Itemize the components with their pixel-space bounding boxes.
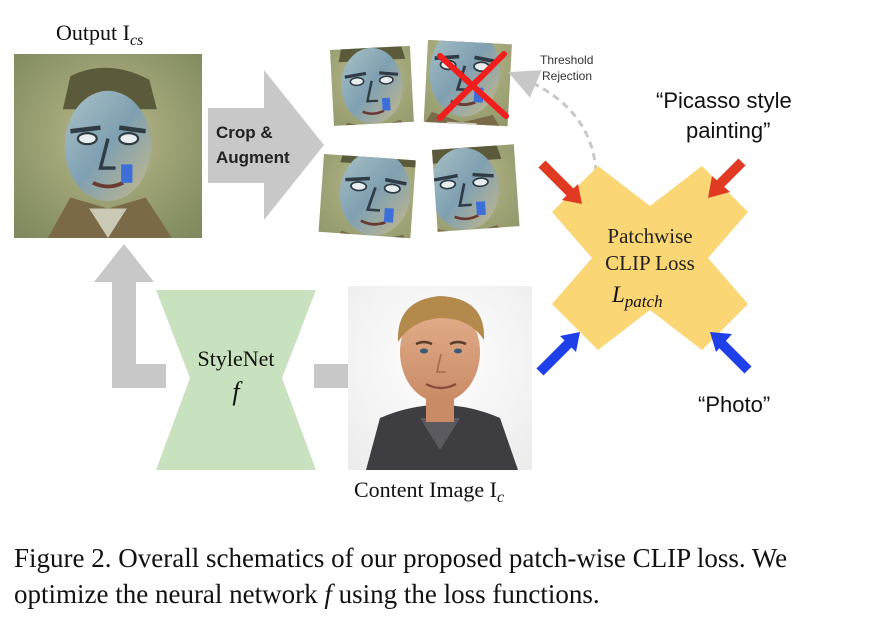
- stylenet-block: [156, 290, 316, 470]
- loss-symbol: Lpatch: [611, 282, 663, 311]
- patch-1: [330, 45, 414, 126]
- style-text-line-1: “Picasso style: [656, 88, 792, 113]
- output-image: [14, 54, 202, 238]
- patchwise-clip-loss-node: [552, 166, 748, 350]
- crop-augment-arrow: [208, 70, 324, 220]
- content-to-stylenet-connector: [314, 364, 350, 388]
- crop-augment-label-2: Augment: [216, 148, 290, 167]
- loss-label-2: CLIP Loss: [605, 251, 695, 275]
- rejection-x-icon: [437, 51, 509, 121]
- blue-arrow-left: [536, 332, 580, 376]
- photo-text: “Photo”: [698, 392, 770, 417]
- caption-text-1: Figure 2. Overall schematics of our prop…: [14, 543, 788, 609]
- output-label: Output Ics: [56, 20, 143, 49]
- threshold-rejection-arrow: [508, 70, 598, 173]
- stylenet-symbol: f: [232, 377, 243, 406]
- loss-label-1: Patchwise: [607, 224, 692, 248]
- red-arrow-left: [538, 160, 582, 204]
- content-image: [348, 286, 532, 470]
- threshold-label-1: Threshold: [540, 53, 593, 67]
- feedback-arrow: [94, 244, 166, 388]
- caption-symbol: f: [324, 579, 332, 609]
- stylenet-label: StyleNet: [198, 346, 275, 371]
- content-image-label: Content Image Ic: [354, 477, 504, 506]
- schematic-diagram: Output Ics Crop & Augment Threshold Reje…: [0, 20, 792, 506]
- threshold-label-2: Rejection: [542, 69, 592, 83]
- caption-text-2: using the loss functions.: [331, 579, 600, 609]
- style-text-line-2: painting”: [686, 118, 770, 143]
- red-arrow-right: [708, 158, 746, 198]
- blue-arrow-right: [710, 332, 752, 374]
- figure-caption: Figure 2. Overall schematics of our prop…: [14, 540, 866, 612]
- crop-augment-label-1: Crop &: [216, 123, 273, 142]
